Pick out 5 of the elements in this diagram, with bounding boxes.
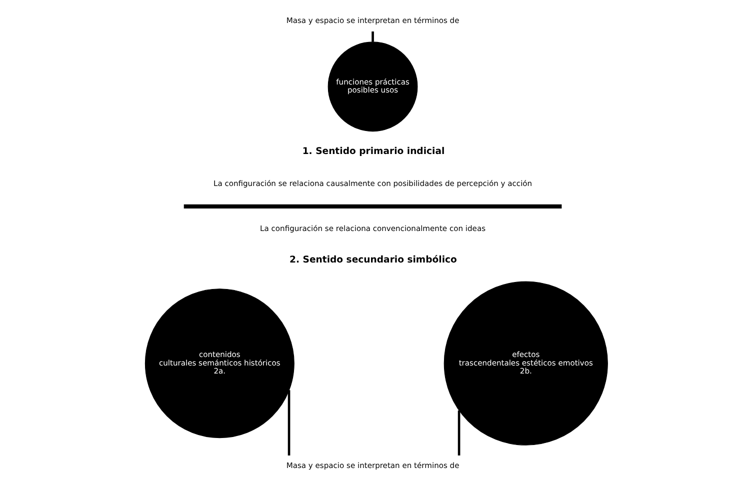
label: 2. Sentido secundario simbólico [289,254,456,266]
connector [287,390,290,456]
label: 1. Sentido primario indicial [302,146,444,157]
connector [457,410,460,456]
connector [371,31,374,42]
